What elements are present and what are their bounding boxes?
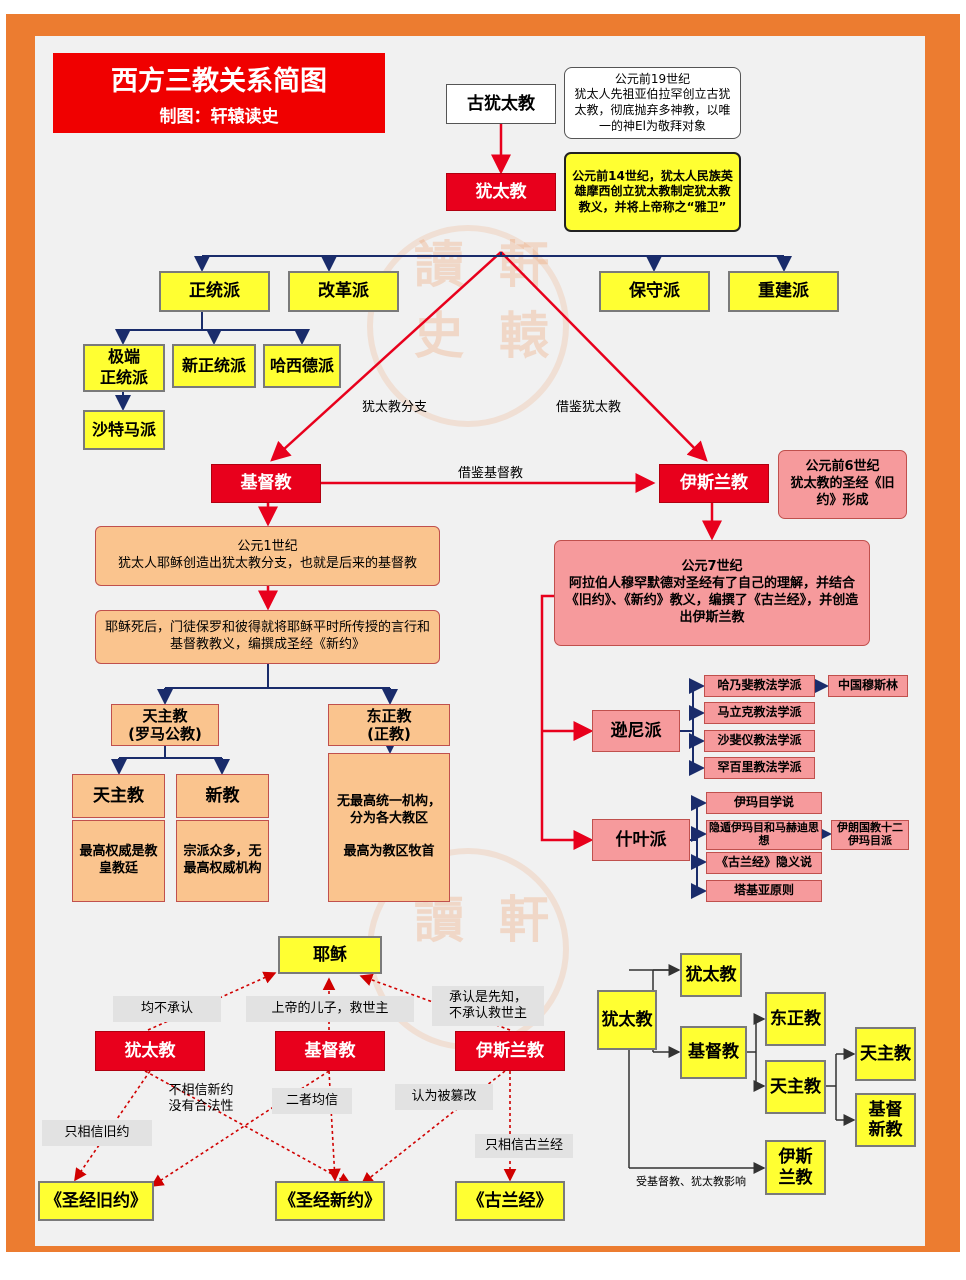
node-neo-orthodox: 新正统派 (172, 344, 256, 388)
node-ultra-orthodox: 极端 正统派 (83, 344, 165, 392)
node-islam: 伊斯兰教 (659, 464, 769, 503)
node-bottom-islam: 伊斯兰教 (455, 1031, 565, 1071)
node-shafii: 沙斐仪教法学派 (704, 730, 815, 752)
node-old-testament: 《圣经旧约》 (38, 1181, 154, 1221)
seal-watermark-top (367, 225, 569, 427)
note-ancient-judaism: 公元前19世纪 犹太人先祖亚伯拉罕创立古犹太教，彻底抛弃多神教，以唯一的神El为… (564, 67, 741, 139)
node-orthodox-judaism: 正统派 (159, 271, 270, 312)
label-prophet: 承认是先知， 不承认救世主 (432, 986, 544, 1026)
note-new-testament: 耶稣死后，门徒保罗和彼得就将耶稣平时所传授的言行和基督教教义，编撰成圣经《新约》 (95, 610, 440, 664)
label-reject-nt: 不相信新约 没有合法性 (168, 1082, 234, 1114)
node-hanbali: 罕百里教法学派 (704, 757, 815, 779)
seal-char-2b: 軒 (499, 890, 549, 949)
desc-catholic: 最高权威是教皇教廷 (72, 820, 165, 902)
desc-eastern-orthodox: 无最高统一机构，分为各大教区 最高为教区牧首 (328, 753, 450, 902)
label-son-of-god: 上帝的儿子，救世主 (246, 996, 414, 1022)
label-tampered: 认为被篡改 (395, 1084, 493, 1110)
node-occultation: 隐遁伊玛目和马赫迪思想 (706, 820, 822, 850)
tree-protestant: 基督 新教 (855, 1093, 916, 1147)
seal-char-3: 史 (414, 306, 464, 365)
node-christianity: 基督教 (211, 464, 321, 503)
label-only-quran: 只相信古兰经 (475, 1134, 573, 1158)
node-hasidic: 哈西德派 (263, 344, 341, 388)
node-judaism: 犹太教 (446, 173, 556, 211)
note-christianity-origin: 公元1世纪 犹太人耶稣创造出犹太教分支，也就是后来的基督教 (95, 526, 440, 586)
tree-judaism-2: 犹太教 (680, 953, 742, 997)
seal-char-1: 讀 (414, 235, 464, 294)
label-both: 二者均信 (272, 1088, 352, 1114)
tree-christianity: 基督教 (680, 1026, 747, 1079)
node-eastern-orthodox: 东正教 (正教) (328, 704, 450, 746)
node-bottom-judaism: 犹太教 (95, 1031, 205, 1071)
label-none-accept: 均不承认 (113, 996, 221, 1022)
tree-islam: 伊斯 兰教 (765, 1140, 826, 1195)
node-reform-judaism: 改革派 (288, 271, 399, 312)
node-shia: 什叶派 (592, 819, 690, 861)
tree-catholic-branch: 天主教 (765, 1060, 826, 1114)
node-imamate: 伊玛目学说 (706, 792, 822, 814)
note-judaism: 公元前14世纪，犹太人民族英雄摩西创立犹太教制定犹太教教义，并将上帝称之“雅卫” (564, 152, 741, 232)
label-judaism-branch: 犹太教分支 (362, 400, 428, 415)
node-chinese-muslims: 中国穆斯林 (828, 675, 908, 697)
node-catholic: 天主教 (72, 774, 165, 818)
node-hidden-meaning: 《古兰经》隐义说 (706, 852, 822, 874)
node-hanafi: 哈乃斐教法学派 (704, 675, 815, 697)
node-satmar: 沙特马派 (83, 410, 165, 450)
node-roman-catholic: 天主教 (罗马公教) (111, 704, 219, 746)
node-new-testament: 《圣经新约》 (275, 1181, 385, 1221)
node-maliki: 马立克教法学派 (704, 702, 815, 724)
node-quran: 《古兰经》 (455, 1181, 565, 1221)
note-islam-origin: 公元7世纪 阿拉伯人穆罕默德对圣经有了自己的理解，并结合《旧约》、《新约》教义，… (554, 540, 870, 646)
node-sunni: 逊尼派 (592, 710, 680, 752)
label-influence: 受基督教、犹太教影响 (636, 1175, 746, 1188)
node-jesus: 耶稣 (278, 936, 382, 974)
title-banner: 西方三教关系简图 制图：轩辕读史 (53, 53, 385, 133)
label-borrow-judaism: 借鉴犹太教 (556, 400, 622, 415)
tree-judaism: 犹太教 (597, 990, 657, 1050)
page-subtitle: 制图：轩辕读史 (159, 107, 279, 127)
node-protestant: 新教 (176, 774, 269, 818)
label-only-ot: 只相信旧约 (42, 1120, 152, 1146)
page-title: 西方三教关系简图 (111, 66, 327, 97)
node-ancient-judaism: 古犹太教 (446, 84, 556, 124)
seal-char-2: 軒 (499, 235, 549, 294)
seal-char-4: 轅 (499, 306, 549, 365)
node-conservative-judaism: 保守派 (599, 271, 710, 312)
node-bottom-christianity: 基督教 (275, 1031, 385, 1071)
desc-protestant: 宗派众多，无最高权威机构 (176, 820, 269, 902)
tree-catholic: 天主教 (855, 1027, 916, 1081)
node-taqiyya: 塔基亚原则 (706, 880, 822, 902)
node-twelver: 伊朗国教十二伊玛目派 (831, 820, 909, 850)
tree-eastern-orthodox: 东正教 (765, 992, 826, 1046)
node-reconstructionist-judaism: 重建派 (728, 271, 839, 312)
note-old-testament: 公元前6世纪 犹太教的圣经《旧约》形成 (778, 450, 907, 519)
label-borrow-christianity: 借鉴基督教 (458, 466, 524, 481)
